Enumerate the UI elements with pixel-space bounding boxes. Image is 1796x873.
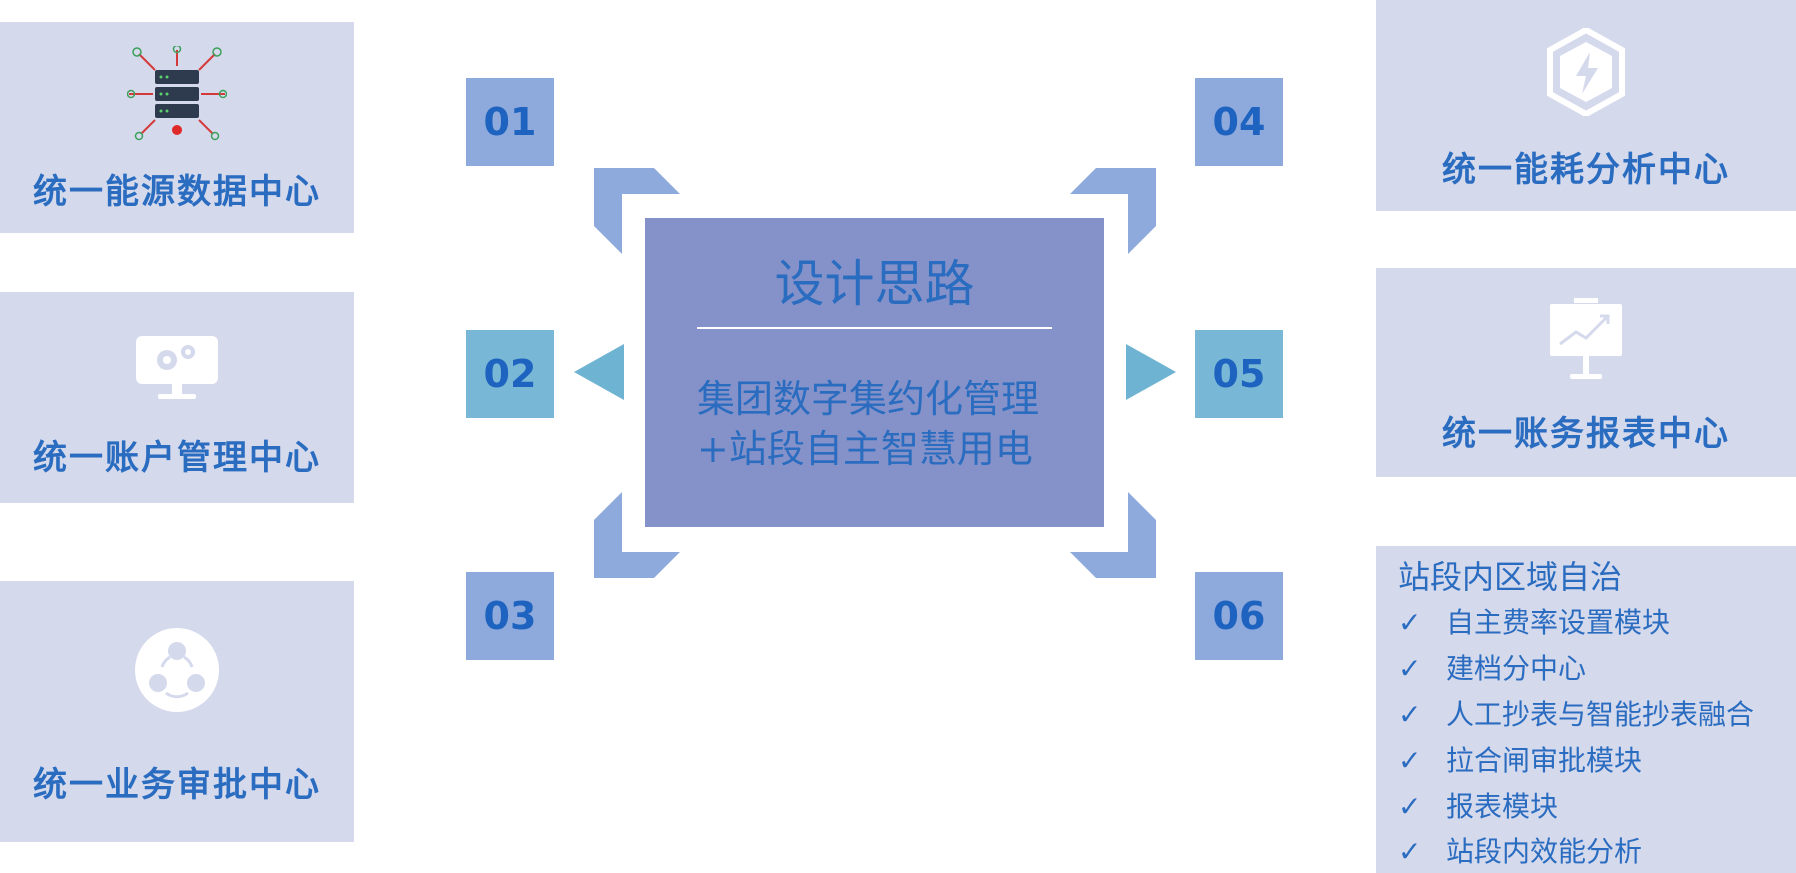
right-panel-billing-report: 统一账务报表中心 xyxy=(1376,268,1796,477)
autonomy-panel: 站段内区域自治 ✓自主费率设置模块 ✓建档分中心 ✓人工抄表与智能抄表融合 ✓拉… xyxy=(1376,546,1796,873)
corner-bracket-top-right xyxy=(1070,168,1156,254)
right-panel-title: 统一账务报表中心 xyxy=(1442,414,1730,454)
check-icon: ✓ xyxy=(1398,652,1422,685)
center-title: 设计思路 xyxy=(774,255,975,313)
arrow-right-icon xyxy=(1126,344,1176,400)
step-number-03: 03 xyxy=(466,572,554,660)
presentation-chart-icon xyxy=(1546,298,1626,386)
step-number-05: 05 xyxy=(1195,330,1283,418)
left-panel-approval: 统一业务审批中心 xyxy=(0,581,354,842)
list-item: ✓拉合闸审批模块 xyxy=(1398,744,1643,777)
step-number-02: 02 xyxy=(466,330,554,418)
center-line-2: +站段自主智慧用电 xyxy=(697,427,1033,471)
monitor-gears-icon xyxy=(134,334,220,408)
check-icon: ✓ xyxy=(1398,698,1422,731)
left-panel-energy-data: 统一能源数据中心 xyxy=(0,22,354,233)
list-item: ✓报表模块 xyxy=(1398,790,1559,823)
corner-bracket-top-left xyxy=(594,168,680,254)
corner-bracket-bottom-right xyxy=(1070,492,1156,578)
share-nodes-icon xyxy=(134,627,220,717)
step-number-04: 04 xyxy=(1195,78,1283,166)
lightning-hexagon-icon xyxy=(1546,26,1626,120)
center-divider xyxy=(697,327,1052,329)
right-panel-energy-analysis: 统一能耗分析中心 xyxy=(1376,0,1796,211)
list-item: ✓自主费率设置模块 xyxy=(1398,606,1671,639)
corner-bracket-bottom-left xyxy=(594,492,680,578)
arrow-left-icon xyxy=(574,344,624,400)
right-panel-title: 统一能耗分析中心 xyxy=(1442,150,1730,190)
check-icon: ✓ xyxy=(1398,790,1422,823)
check-icon: ✓ xyxy=(1398,835,1422,868)
left-panel-title: 统一业务审批中心 xyxy=(33,765,321,805)
list-item: ✓站段内效能分析 xyxy=(1398,835,1643,868)
autonomy-title: 站段内区域自治 xyxy=(1398,558,1623,596)
center-line-1: 集团数字集约化管理 xyxy=(697,377,1040,421)
left-panel-account: 统一账户管理中心 xyxy=(0,292,354,503)
step-number-01: 01 xyxy=(466,78,554,166)
check-icon: ✓ xyxy=(1398,744,1422,777)
left-panel-title: 统一能源数据中心 xyxy=(33,172,321,212)
list-item: ✓人工抄表与智能抄表融合 xyxy=(1398,698,1755,731)
server-network-icon xyxy=(126,44,228,146)
step-number-06: 06 xyxy=(1195,572,1283,660)
left-panel-title: 统一账户管理中心 xyxy=(33,438,321,478)
design-concept-box: 设计思路 集团数字集约化管理 +站段自主智慧用电 xyxy=(645,218,1104,527)
list-item: ✓建档分中心 xyxy=(1398,652,1587,685)
check-icon: ✓ xyxy=(1398,606,1422,639)
